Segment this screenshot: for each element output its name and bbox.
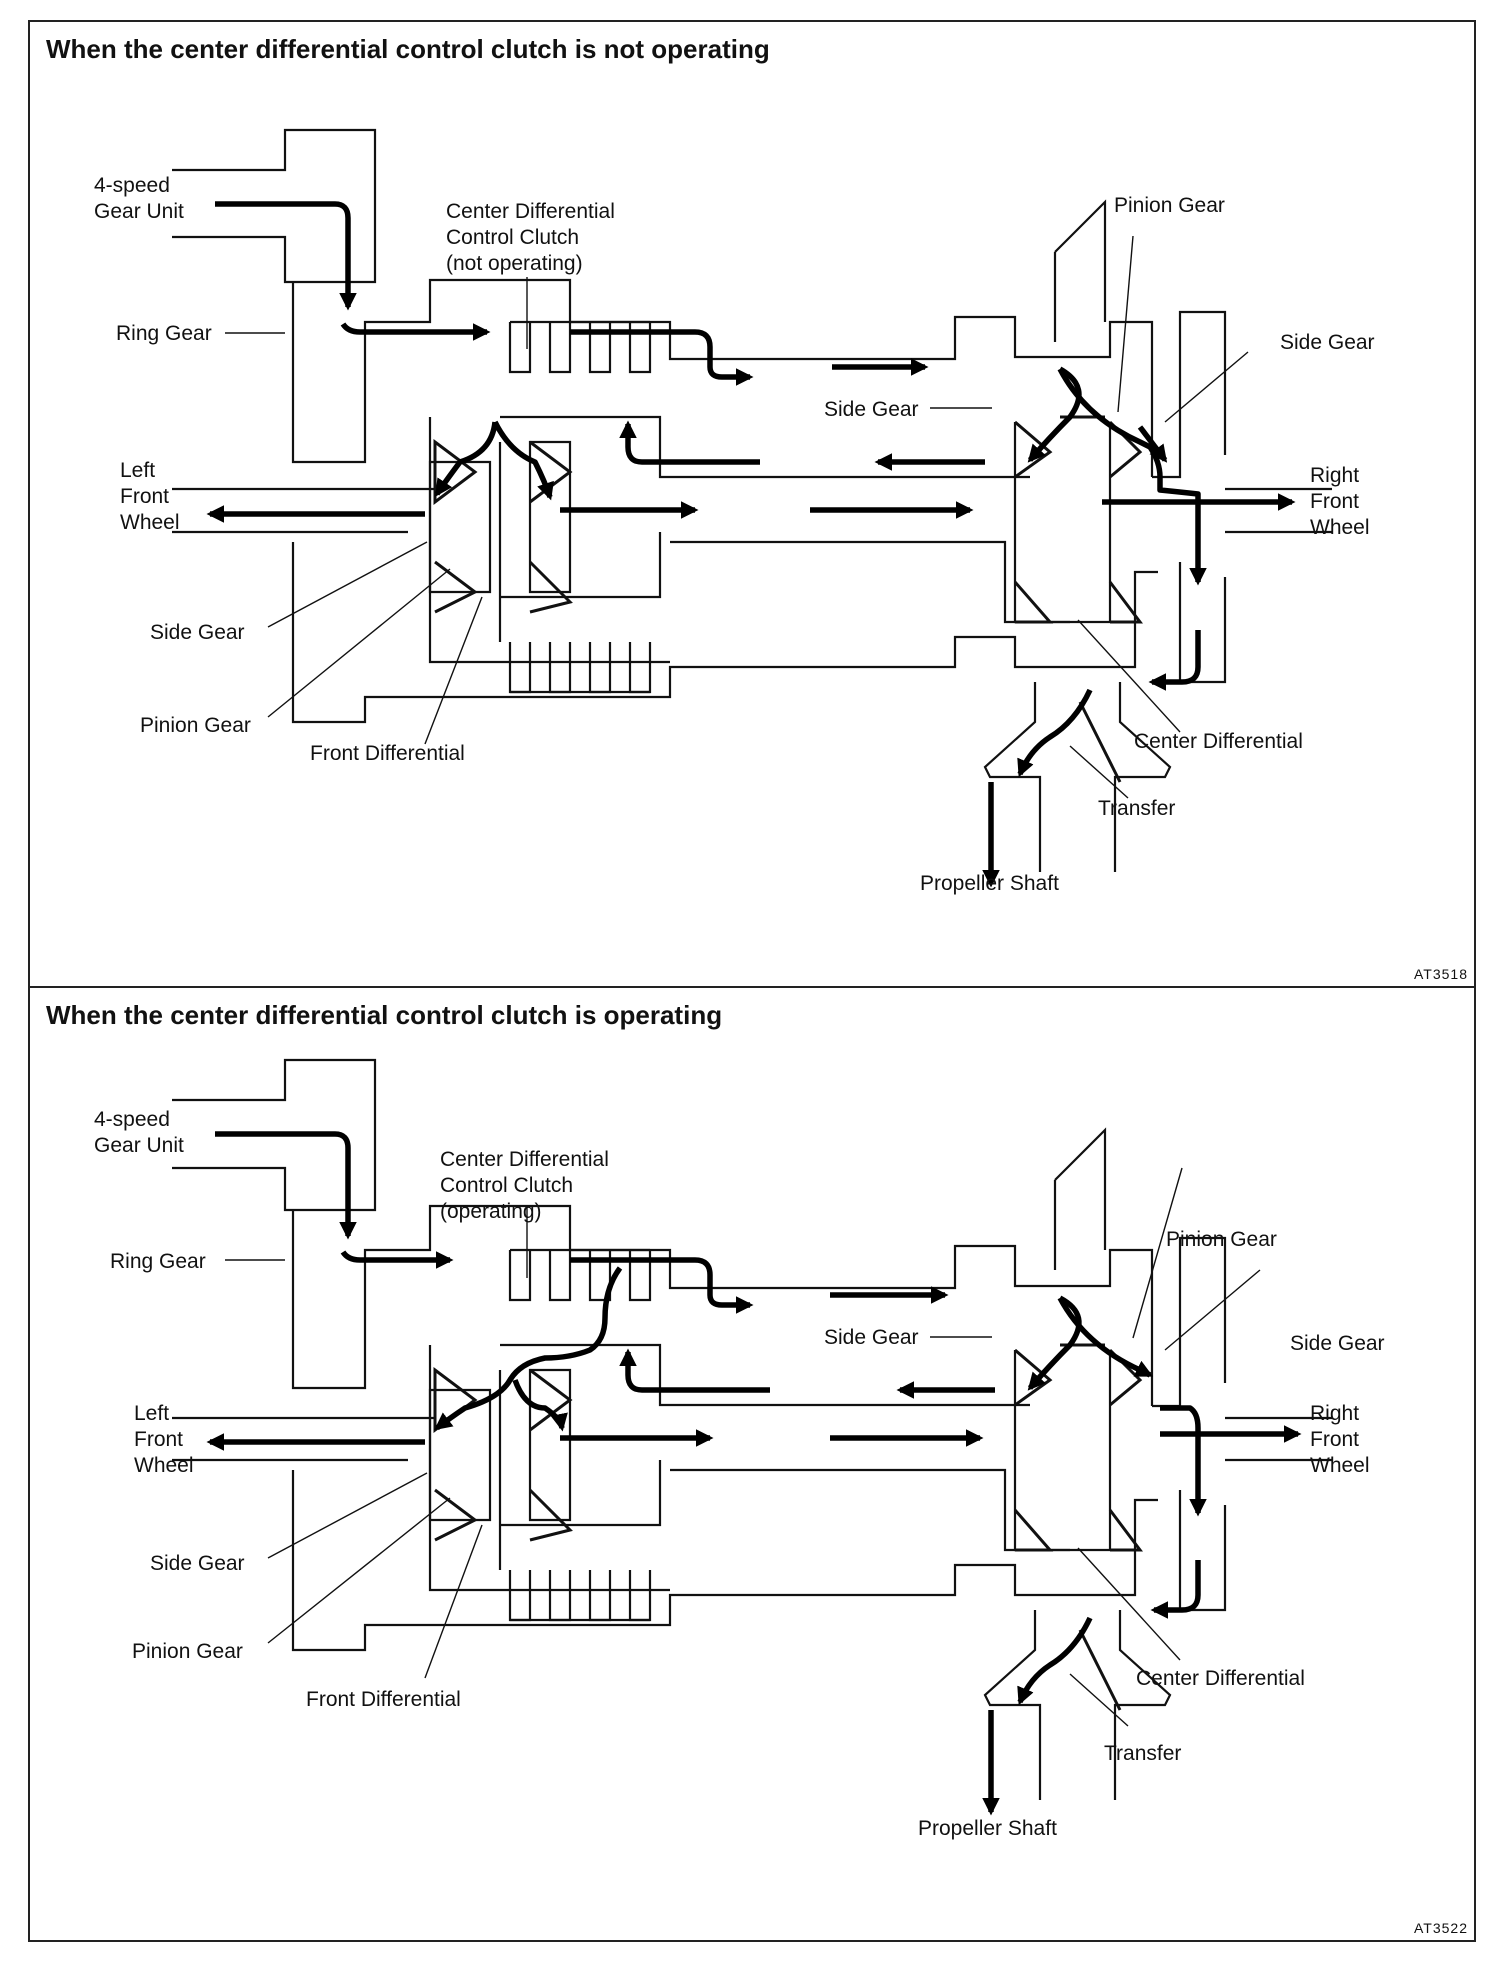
transaxle-diagram: 4-speed Gear Unit Ring Gear Center Diffe… bbox=[94, 128, 1375, 895]
label-side-gear-right: Side Gear bbox=[1280, 331, 1375, 354]
label-left-line3: Wheel bbox=[134, 1454, 194, 1477]
label-gear-unit-line2: Gear Unit bbox=[94, 1134, 184, 1157]
label-side-gear-center: Side Gear bbox=[824, 398, 919, 421]
label-gear-unit-line1: 4-speed bbox=[94, 1108, 170, 1131]
label-side-gear-left: Side Gear bbox=[150, 1552, 245, 1575]
label-side-gear-center: Side Gear bbox=[824, 1326, 919, 1349]
label-right-line1: Right bbox=[1310, 1402, 1359, 1425]
label-transfer: Transfer bbox=[1098, 797, 1175, 820]
label-clutch-line3: (operating) bbox=[440, 1200, 542, 1223]
pinion-gear-left-upper bbox=[433, 439, 478, 505]
label-pinion-gear-right: Pinion Gear bbox=[1114, 194, 1225, 217]
label-clutch-line2: Control Clutch bbox=[440, 1174, 573, 1197]
panel-title: When the center differential control clu… bbox=[46, 1000, 723, 1030]
label-center-differential: Center Differential bbox=[1134, 730, 1303, 753]
label-gear-unit-line2: Gear Unit bbox=[94, 200, 184, 223]
label-center-differential: Center Differential bbox=[1136, 1667, 1305, 1690]
label-right-line3: Wheel bbox=[1310, 516, 1370, 539]
labels: 4-speed Gear Unit Ring Gear Center Diffe… bbox=[94, 1108, 1385, 1840]
leader-lines bbox=[225, 235, 1249, 799]
figure-code: AT3518 bbox=[1414, 966, 1468, 982]
power-flow bbox=[206, 201, 1296, 888]
label-left-line3: Wheel bbox=[120, 511, 180, 534]
label-clutch-line3: (not operating) bbox=[446, 252, 583, 275]
label-ring-gear: Ring Gear bbox=[110, 1250, 206, 1273]
diagram-panel-not-operating: When the center differential control clu… bbox=[28, 20, 1476, 988]
label-gear-unit-line1: 4-speed bbox=[94, 174, 170, 197]
label-propeller-shaft: Propeller Shaft bbox=[918, 1817, 1057, 1840]
label-left-line2: Front bbox=[120, 485, 169, 508]
panel-title: When the center differential control clu… bbox=[46, 34, 770, 64]
label-right-line3: Wheel bbox=[1310, 1454, 1370, 1477]
side-gear-left bbox=[434, 560, 478, 614]
label-right-line2: Front bbox=[1310, 490, 1359, 513]
label-right-line1: Right bbox=[1310, 464, 1359, 487]
gear-symbols bbox=[433, 1343, 1143, 1711]
side-gear-center bbox=[1014, 420, 1053, 479]
label-pinion-gear-left: Pinion Gear bbox=[132, 1640, 243, 1663]
label-left-line2: Front bbox=[134, 1428, 183, 1451]
center-diff-lower-right bbox=[1108, 581, 1143, 624]
diagram-panel-operating: When the center differential control clu… bbox=[28, 988, 1476, 1942]
label-left-line1: Left bbox=[134, 1402, 169, 1425]
label-front-differential: Front Differential bbox=[306, 1688, 461, 1711]
transaxle-housing bbox=[172, 1058, 1332, 1800]
pinion-gear-left-lower bbox=[528, 560, 573, 614]
label-clutch-line1: Center Differential bbox=[446, 200, 615, 223]
label-left-line1: Left bbox=[120, 459, 155, 482]
figure-code: AT3522 bbox=[1414, 1920, 1468, 1936]
transaxle-housing bbox=[172, 128, 1332, 872]
label-side-gear-left: Side Gear bbox=[150, 621, 245, 644]
label-front-differential: Front Differential bbox=[310, 742, 465, 765]
power-flow bbox=[206, 1131, 1302, 1816]
center-diff-lower-left bbox=[1013, 581, 1054, 624]
label-propeller-shaft: Propeller Shaft bbox=[920, 872, 1059, 895]
label-transfer: Transfer bbox=[1104, 1742, 1181, 1765]
label-clutch-line1: Center Differential bbox=[440, 1148, 609, 1171]
transfer-gear bbox=[1078, 701, 1122, 783]
gear-symbols bbox=[433, 415, 1143, 783]
label-side-gear-right: Side Gear bbox=[1290, 1332, 1385, 1355]
label-pinion-gear-left: Pinion Gear bbox=[140, 714, 251, 737]
label-ring-gear: Ring Gear bbox=[116, 322, 212, 345]
transaxle-diagram: 4-speed Gear Unit Ring Gear Center Diffe… bbox=[94, 1058, 1385, 1840]
labels: 4-speed Gear Unit Ring Gear Center Diffe… bbox=[94, 174, 1375, 895]
label-right-line2: Front bbox=[1310, 1428, 1359, 1451]
label-clutch-line2: Control Clutch bbox=[446, 226, 579, 249]
label-pinion-gear-right: Pinion Gear bbox=[1166, 1228, 1277, 1251]
leader-lines bbox=[225, 1167, 1261, 1727]
